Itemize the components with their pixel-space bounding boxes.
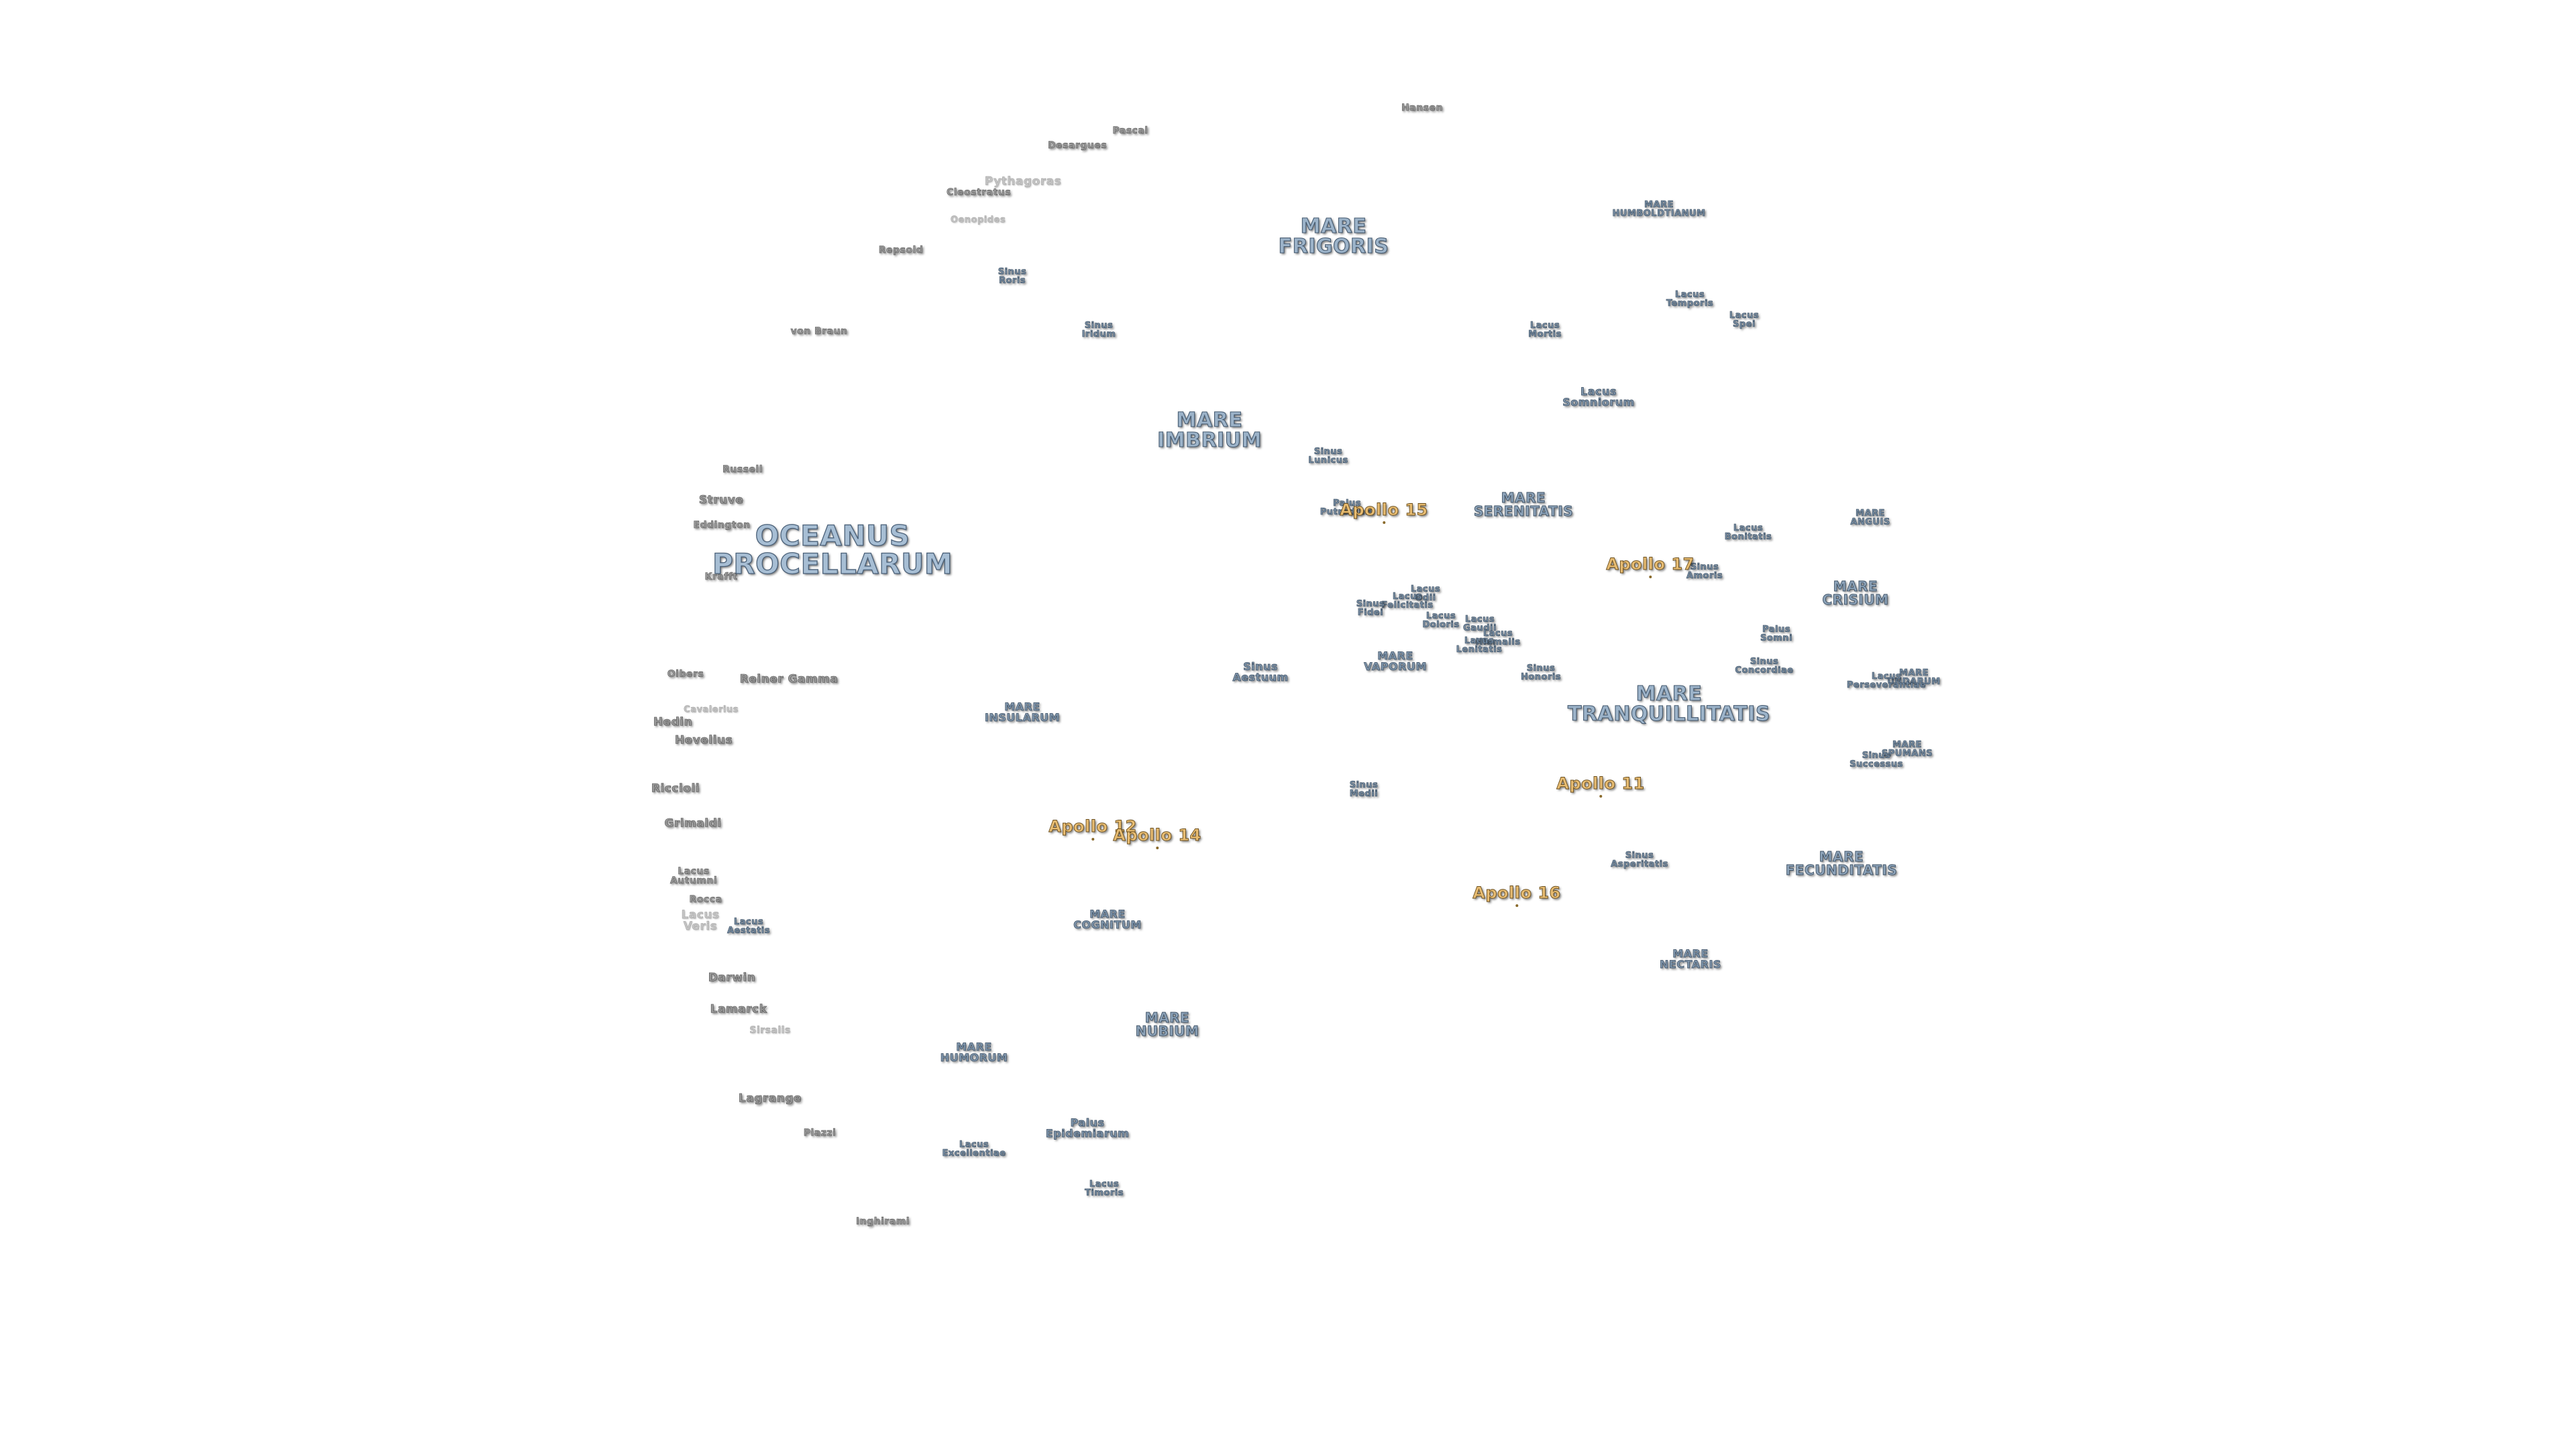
- crater-hevelius-label: Hevelius: [674, 733, 733, 747]
- apollo-12-marker[interactable]: Apollo 12: [1049, 817, 1137, 841]
- lacus-odii-label: Lacus Odii: [1410, 584, 1441, 603]
- mare-nubium-label: MARE NUBIUM: [1135, 1010, 1199, 1039]
- mare-vaporum-label: MARE VAPORUM: [1364, 649, 1427, 673]
- crater-hansen-label: Hansen: [1401, 103, 1443, 113]
- crater-krafft-label: Krafft: [704, 572, 738, 582]
- crater-struve-label: Struve: [698, 493, 744, 507]
- crater-eddington-label: Eddington: [693, 520, 751, 531]
- lacus-spei-label: Lacus Spei: [1729, 311, 1760, 329]
- sinus-honoris-label: Sinus Honoris: [1520, 663, 1562, 682]
- sinus-iridum-label: Sinus Iridum: [1081, 321, 1116, 339]
- crater-russell-label: Russell: [722, 464, 763, 475]
- apollo-17-marker[interactable]: Apollo 17: [1606, 555, 1695, 578]
- mare-anguis-label: MARE ANGUIS: [1850, 508, 1890, 527]
- sinus-lunicus-label: Sinus Lunicus: [1308, 447, 1348, 466]
- lacus-aestatis-label: Lacus Aestatis: [727, 917, 771, 936]
- crater-von-braun-label: von Braun: [790, 326, 848, 337]
- sinus-aestuum-label: Sinus Aestuum: [1232, 660, 1289, 684]
- mare-spumans-label: MARE SPUMANS: [1881, 740, 1933, 759]
- lacus-hiemalis-label: Lacus Hiemalis: [1475, 629, 1521, 647]
- lacus-timoris-label: Lacus Timoris: [1085, 1179, 1124, 1198]
- sinus-concordiae-label: Sinus Concordiae: [1735, 657, 1794, 676]
- lacus-mortis-label: Lacus Mortis: [1528, 321, 1562, 339]
- mare-nectaris-label: MARE NECTARIS: [1660, 947, 1721, 971]
- crater-olbers-label: Olbers: [667, 669, 704, 680]
- crater-piazzi-label: Piazzi: [803, 1128, 837, 1138]
- sinus-asperitatis-label: Sinus Asperitatis: [1611, 851, 1668, 869]
- crater-rocca-label: Rocca: [689, 894, 722, 905]
- crater-inghirami-label: Inghirami: [855, 1216, 910, 1227]
- mare-cognitum-label: MARE COGNITUM: [1073, 908, 1142, 931]
- mare-imbrium-label: MARE IMBRIUM: [1157, 409, 1262, 452]
- apollo-15-marker[interactable]: Apollo 15: [1340, 500, 1428, 524]
- palus-putredinis-label: Palus Putredinis: [1320, 498, 1375, 517]
- sinus-successus-label: Sinus Successus: [1849, 751, 1903, 769]
- mare-tranquillitatis-label: MARE TRANQUILLITATIS: [1567, 682, 1771, 726]
- mare-humorum-label: MARE HUMORUM: [940, 1040, 1008, 1064]
- sinus-roris-label: Sinus Roris: [998, 267, 1027, 286]
- lacus-gaudii-label: Lacus Gaudii: [1463, 614, 1497, 633]
- sinus-fidei-label: Sinus Fidei: [1356, 599, 1385, 618]
- palus-somni-label: Palus Somni: [1760, 625, 1793, 643]
- lacus-somniorum-label: Lacus Somniorum: [1562, 385, 1635, 409]
- crater-cleostratus-label: Cleostratus: [946, 187, 1012, 198]
- lacus-veris-label: Lacus Veris: [681, 908, 720, 933]
- lacus-doloris-label: Lacus Doloris: [1422, 611, 1460, 630]
- crater-desargues-label: Desargues: [1047, 140, 1108, 151]
- crater-oenopides-label: Oenopides: [950, 215, 1006, 225]
- mare-serenitatis-label: MARE SERENITATIS: [1473, 490, 1574, 519]
- crater-lagrange-label: Lagrange: [738, 1091, 802, 1106]
- mare-frigoris-label: MARE FRIGORIS: [1278, 215, 1389, 258]
- mare-crisium-label: MARE CRISIUM: [1822, 578, 1889, 608]
- sinus-amoris-label: Sinus Amoris: [1686, 562, 1723, 581]
- apollo-14-marker[interactable]: Apollo 14: [1113, 826, 1201, 849]
- crater-reiner-gamma-label: Reiner Gamma: [739, 672, 839, 686]
- mare-humboldtianum-label: MARE HUMBOLDTIANUM: [1612, 200, 1706, 219]
- lacus-temporis-label: Lacus Temporis: [1666, 290, 1714, 309]
- crater-lamarck-label: Lamarck: [710, 1002, 767, 1016]
- apollo-16-marker[interactable]: Apollo 16: [1472, 883, 1561, 907]
- lacus-bonitatis-label: Lacus Bonitatis: [1724, 523, 1772, 542]
- lacus-lenitatis-label: Lacus Lenitatis: [1456, 636, 1503, 655]
- oceanus-procellarum-label: OCEANUS PROCELLARUM: [712, 519, 953, 580]
- crater-pascal-label: Pascal: [1112, 125, 1148, 136]
- crater-riccioli-label: Riccioli: [651, 782, 700, 796]
- crater-pythagoras-label: Pythagoras: [984, 174, 1062, 189]
- apollo-11-marker[interactable]: Apollo 11: [1556, 774, 1645, 798]
- lacus-perseverantiae-label: Lacus Perseverantiae: [1846, 672, 1927, 690]
- mare-undarum-label: MARE UNDARUM: [1887, 668, 1941, 687]
- crater-repsold-label: Repsold: [878, 245, 924, 256]
- mare-fecunditatis-label: MARE FECUNDITATIS: [1785, 849, 1898, 878]
- crater-darwin-label: Darwin: [708, 971, 756, 985]
- crater-grimaldi-label: Grimaldi: [664, 816, 722, 830]
- palus-epidemiarum-label: Palus Epidemiarum: [1045, 1116, 1130, 1140]
- sinus-medii-label: Sinus Medii: [1349, 780, 1379, 799]
- crater-sirsalis-label: Sirsalis: [749, 1025, 791, 1036]
- lacus-autumni-label: Lacus Autumni: [669, 866, 718, 886]
- crater-cavalerius-label: Cavalerius: [684, 704, 739, 715]
- crater-hedin-label: Hedin: [653, 715, 693, 729]
- lacus-felicitatis-label: Lacus Felicitatis: [1381, 592, 1434, 610]
- lacus-excellentiae-label: Lacus Excellentiae: [942, 1140, 1006, 1159]
- mare-insularum-label: MARE INSULARUM: [984, 700, 1061, 724]
